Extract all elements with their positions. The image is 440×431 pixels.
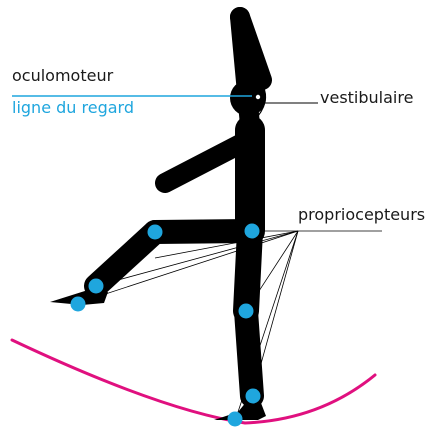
figure: [84, 7, 272, 408]
shin-raised: [84, 220, 167, 298]
thigh-standing: [233, 218, 263, 324]
ear-arc: [257, 80, 267, 117]
lower-arm: [155, 130, 258, 193]
head: [230, 80, 266, 116]
forearm-raised: [230, 7, 272, 90]
sensors: [70, 223, 261, 427]
thigh-raised: [143, 219, 262, 244]
sensor-shoulder: [244, 223, 260, 239]
label-ligne-du-regard: ligne du regard: [12, 98, 134, 117]
sensor-hip: [147, 224, 163, 240]
label-vestibulaire: vestibulaire: [320, 88, 414, 107]
label-oculomoteur: oculomoteur: [12, 66, 114, 85]
sensor-ankle-raised: [70, 296, 86, 312]
ground-curve: [10, 338, 377, 425]
sensor-knee-raised: [88, 278, 104, 294]
sensor-ankle-standing: [245, 388, 261, 404]
inner-ear-dot: [255, 94, 261, 100]
label-propriocepteurs: propriocepteurs: [298, 205, 426, 224]
shin-standing: [234, 299, 264, 408]
sensor-knee-standing: [238, 303, 254, 319]
sensor-foot-standing: [227, 411, 243, 427]
